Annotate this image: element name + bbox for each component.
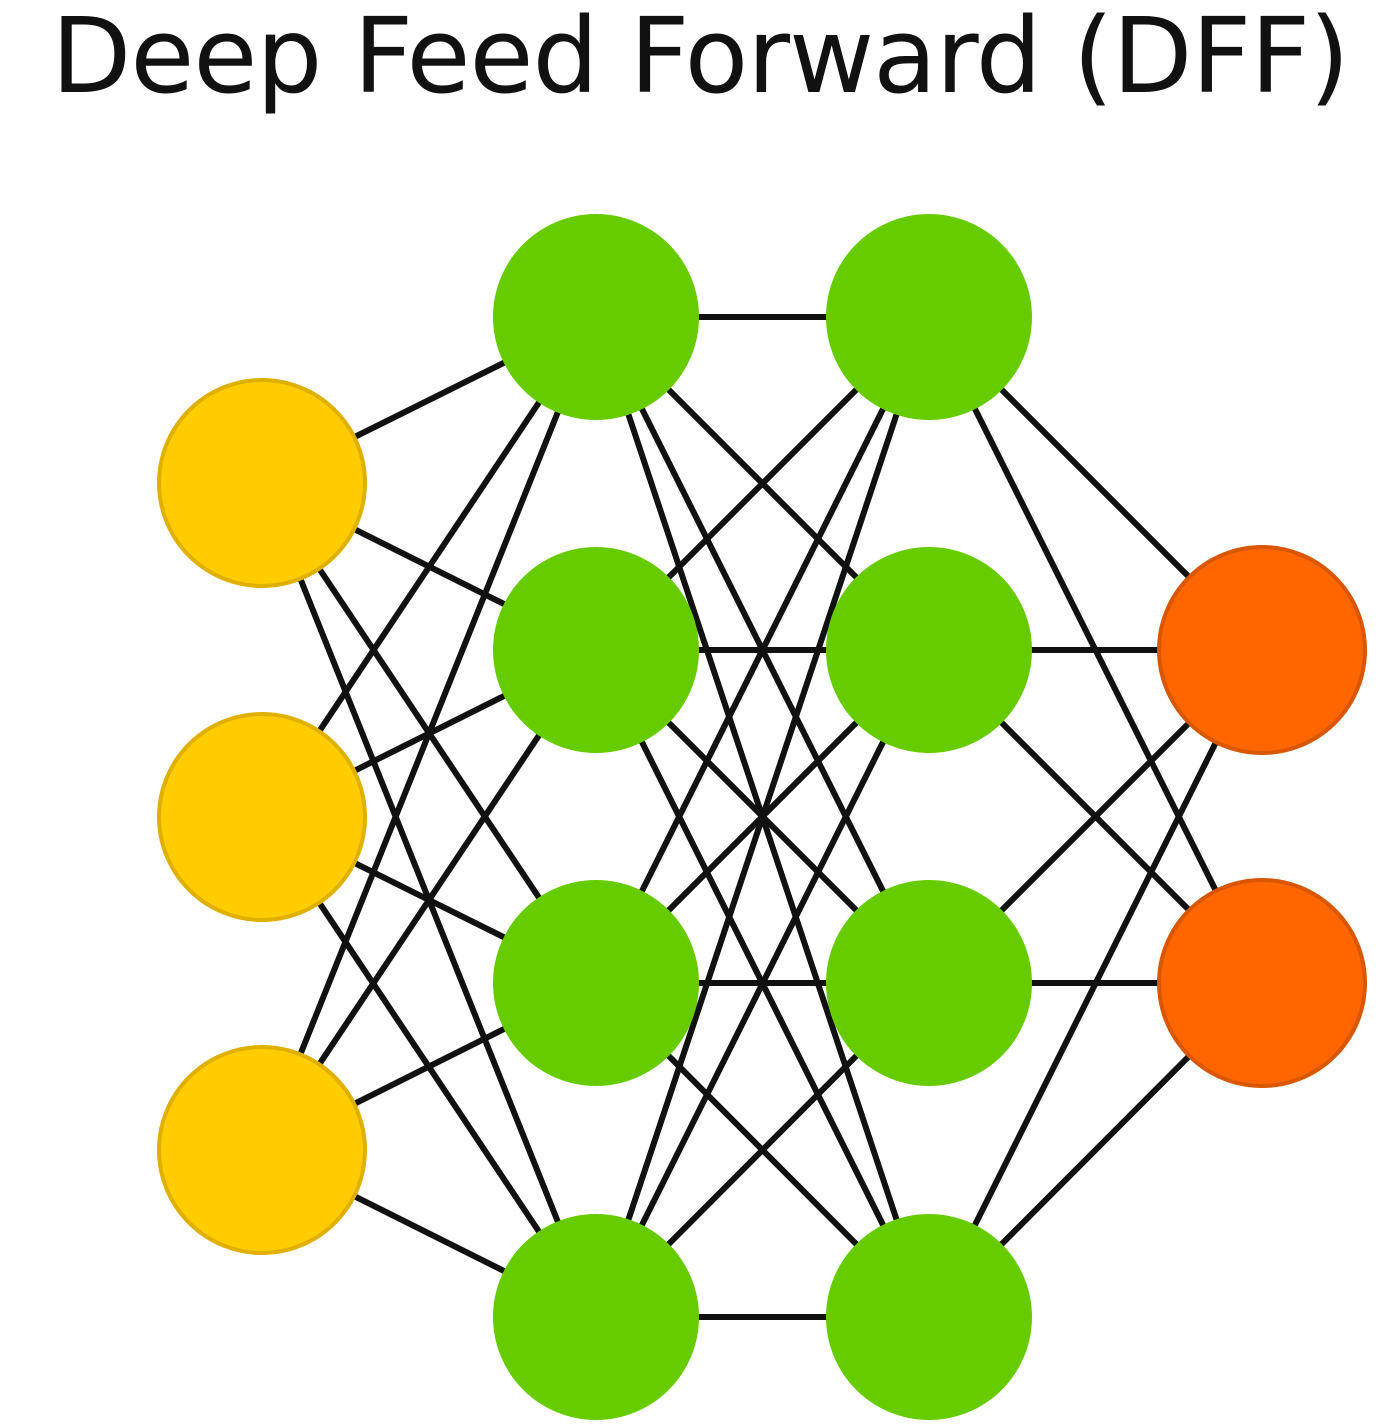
input-node-layer1-3 [157,1045,367,1255]
output-node-layer4-2 [1157,878,1367,1088]
output-node-layer4-1 [1157,545,1367,755]
edge-group [259,314,1265,1320]
hidden-node-layer3-3 [826,880,1032,1086]
hidden-node-layer3-4 [826,1214,1032,1420]
hidden-node-layer2-3 [493,880,699,1086]
input-node-layer1-1 [157,378,367,588]
hidden-node-layer2-2 [493,547,699,753]
edge-l2n4-l3n1 [593,314,932,1320]
input-node-layer1-2 [157,712,367,922]
edge-l2n4-l3n2 [593,647,932,1320]
hidden-node-layer2-1 [493,214,699,420]
edge-l1n3-l2n1 [259,314,599,1153]
hidden-node-layer3-2 [826,547,1032,753]
edge-l3n4-l4n1 [926,647,1265,1320]
hidden-node-layer2-4 [493,1214,699,1420]
edge-l2n3-l3n1 [593,314,932,986]
hidden-node-layer3-1 [826,214,1032,420]
diagram-title: Deep Feed Forward (DFF) [51,0,1349,117]
node-group [157,214,1367,1420]
